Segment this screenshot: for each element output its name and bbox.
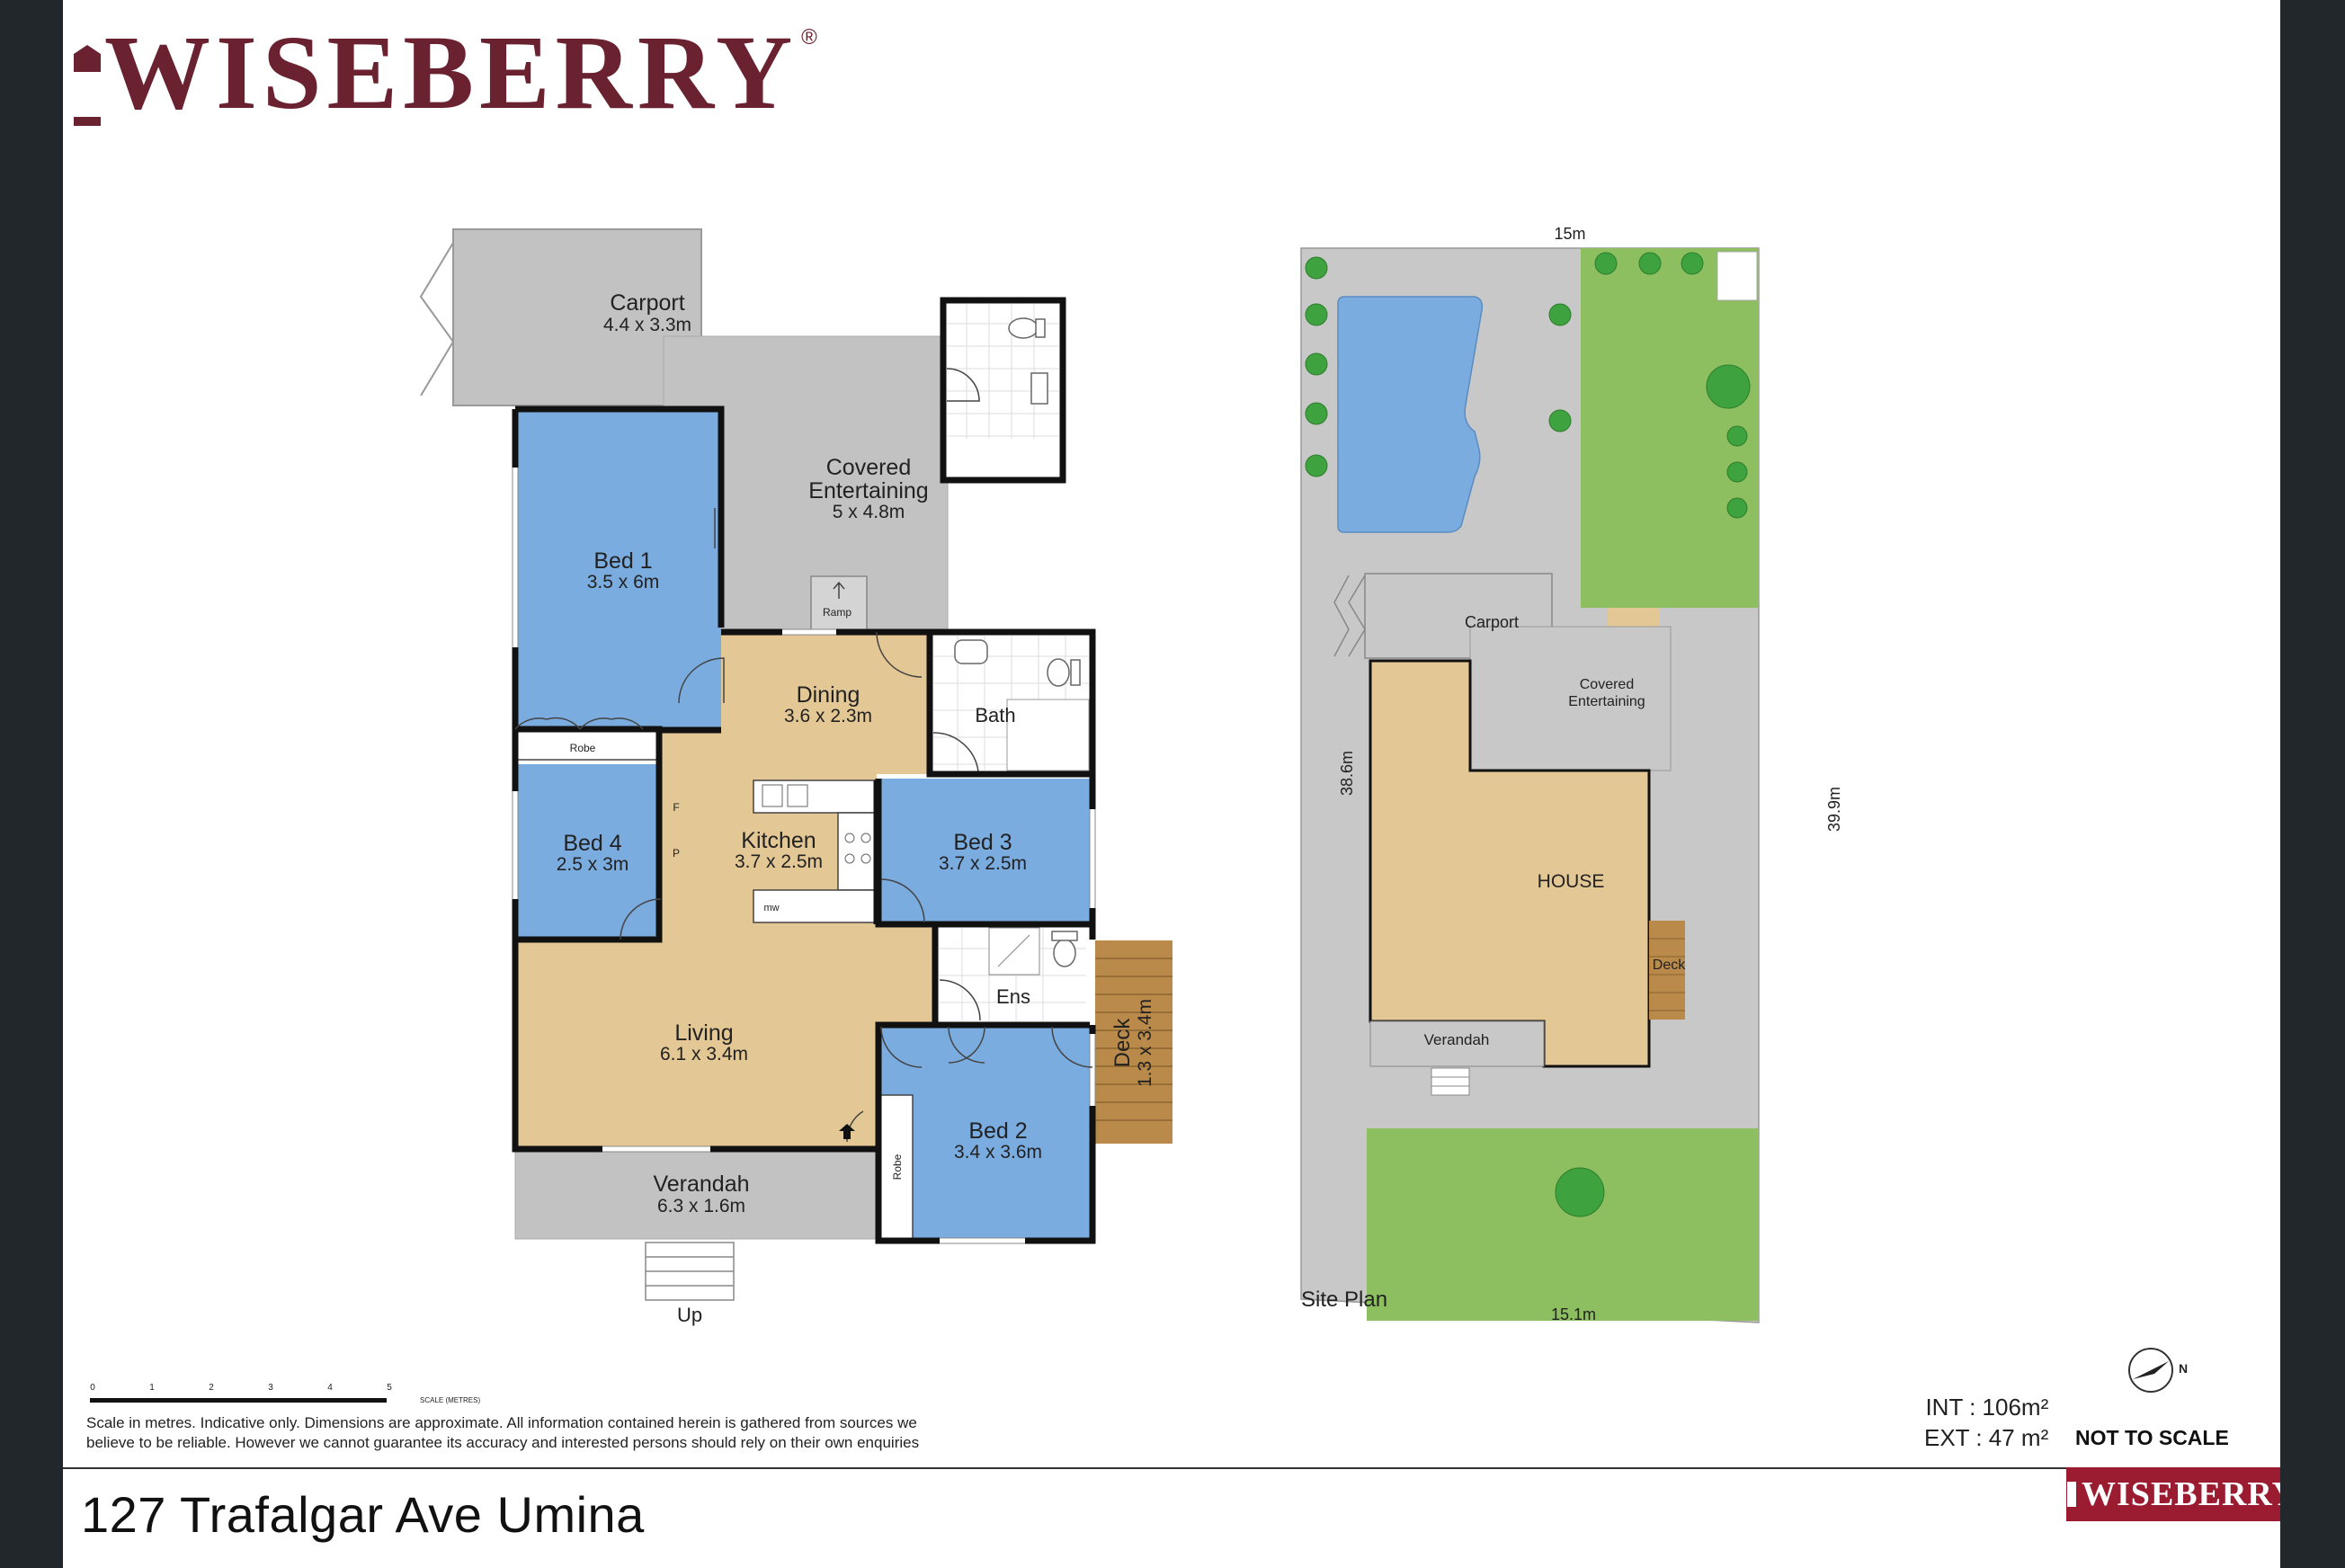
scale-tick-0: 0 (90, 1383, 95, 1393)
label-kitchen: Kitchen (741, 828, 816, 853)
wiseberry-logo: WISEBERRY ® (74, 20, 817, 128)
robe-bed2 (878, 1094, 914, 1240)
label-up: Up (677, 1304, 702, 1326)
logo-text: WISEBERRY (104, 13, 798, 131)
label-robe-bed1: Robe (570, 742, 596, 754)
scale-tick-2: 2 (209, 1383, 214, 1393)
site-lawn-bottom (1367, 1128, 1759, 1321)
footer-divider (63, 1467, 2203, 1469)
bed3-room (878, 779, 1090, 922)
scale-tick-1: 1 (149, 1383, 155, 1393)
bed1-room (515, 409, 721, 729)
label-living: Living (674, 1020, 733, 1046)
label-bath: Bath (975, 704, 1015, 726)
label-bed1: Bed 1 (593, 548, 652, 574)
site-label-deck: Deck (1653, 958, 1686, 973)
site-deck (1649, 921, 1685, 1020)
site-dim-right: 39.9m (1825, 787, 1843, 832)
scale-tick-3: 3 (268, 1383, 273, 1393)
label-bed2: Bed 2 (968, 1118, 1027, 1144)
label-deck: Deck (1110, 1018, 1135, 1068)
disclaimer-line-1: Scale in metres. Indicative only. Dimens… (86, 1414, 917, 1431)
ext-value: 47 m² (1988, 1424, 2049, 1451)
label-ensuite: Ens (996, 985, 1030, 1008)
label-covered: Covered (826, 455, 912, 480)
size-bed2: 3.4 x 3.6m (954, 1142, 1042, 1163)
label-bed4: Bed 4 (563, 831, 621, 856)
tile-grid (947, 304, 1059, 477)
ext-label: EXT : (1924, 1424, 1983, 1451)
size-kitchen: 3.7 x 2.5m (735, 851, 823, 872)
label-microwave: mw (763, 903, 779, 913)
site-lawn-top (1581, 248, 1759, 608)
living-kitchen-floor (515, 730, 935, 1149)
front-steps (645, 1242, 735, 1301)
site-plan: 15m 15.1m 38.6m 39.9m Carport Covered En… (1300, 225, 1843, 1323)
registered-mark: ® (801, 25, 817, 49)
entry-arrow-icon (839, 1124, 855, 1139)
plans-canvas: Carport 4.4 x 3.3m Covered Entertaining … (90, 225, 2188, 1404)
size-deck: 1.3 x 3.4m (1135, 999, 1155, 1087)
badge-text: WISEBERRY (2082, 1475, 2280, 1513)
label-pantry: P (673, 847, 680, 860)
area-summary: INT : 106m² EXT : 47 m² (1924, 1392, 2048, 1453)
label-verandah: Verandah (653, 1172, 749, 1197)
label-fridge: F (673, 801, 679, 814)
site-dim-top: 15m (1554, 225, 1585, 243)
size-covered: 5 x 4.8m (833, 502, 905, 522)
int-value: 106m² (1982, 1394, 2049, 1421)
size-bed3: 3.7 x 2.5m (939, 853, 1027, 874)
disclaimer-line-2: believe to be reliable. However we canno… (86, 1434, 920, 1451)
scale-tick-5: 5 (387, 1383, 392, 1393)
site-plan-title: Site Plan (1301, 1287, 1387, 1312)
size-living: 6.1 x 3.4m (660, 1044, 748, 1065)
site-dim-left: 38.6m (1338, 751, 1356, 796)
compass-north-label: N (2179, 1361, 2188, 1376)
size-carport: 4.4 x 3.3m (603, 315, 691, 335)
bed4-room (515, 764, 659, 940)
size-dining: 3.6 x 2.3m (784, 706, 872, 726)
wiseberry-badge: WISEBERRY (2066, 1467, 2280, 1521)
size-bed1: 3.5 x 6m (587, 572, 660, 592)
size-verandah: 6.3 x 1.6m (657, 1196, 745, 1216)
site-dim-bottom: 15.1m (1551, 1305, 1596, 1323)
not-to-scale: NOT TO SCALE (2075, 1426, 2229, 1449)
floor-plan: Carport 4.4 x 3.3m Covered Entertaining … (419, 228, 1172, 1326)
label-entertaining: Entertaining (808, 478, 928, 503)
size-bed4: 2.5 x 3m (557, 854, 629, 875)
carport-area (452, 228, 702, 406)
verandah-area (514, 1148, 879, 1240)
label-carport: Carport (610, 290, 684, 316)
site-plants (1305, 252, 1751, 1217)
compass-icon: N (2128, 1348, 2188, 1393)
scale-bar: 0 1 2 3 4 5 SCALE (METRES) (90, 1383, 480, 1404)
site-label-entertaining: Entertaining (1568, 694, 1645, 709)
label-bed3: Bed 3 (953, 830, 1012, 855)
deck-area (1095, 940, 1172, 1144)
label-dining: Dining (797, 682, 860, 708)
floor-plan-sheet: WISEBERRY ® (63, 0, 2280, 1568)
int-label: INT : (1925, 1394, 1976, 1421)
site-label-house: HOUSE (1538, 871, 1605, 892)
badge-logo-mark-icon (2067, 1482, 2077, 1507)
site-verandah (1369, 1020, 1545, 1067)
site-label-covered: Covered (1580, 677, 1634, 692)
label-ramp: Ramp (823, 606, 852, 619)
bed2-room (878, 1025, 1090, 1239)
label-robe-bed2: Robe (891, 1154, 904, 1180)
site-label-verandah: Verandah (1424, 1031, 1490, 1048)
logo-mark-icon (74, 45, 101, 126)
disclaimer: Scale in metres. Indicative only. Dimens… (86, 1413, 1075, 1453)
site-covered (1469, 626, 1672, 771)
property-address: 127 Trafalgar Ave Umina (81, 1486, 645, 1543)
scale-label: SCALE (METRES) (420, 1396, 480, 1404)
site-pool (1337, 296, 1484, 533)
site-label-carport: Carport (1465, 613, 1519, 631)
robe-bed1 (514, 728, 660, 761)
scale-tick-4: 4 (327, 1383, 333, 1393)
